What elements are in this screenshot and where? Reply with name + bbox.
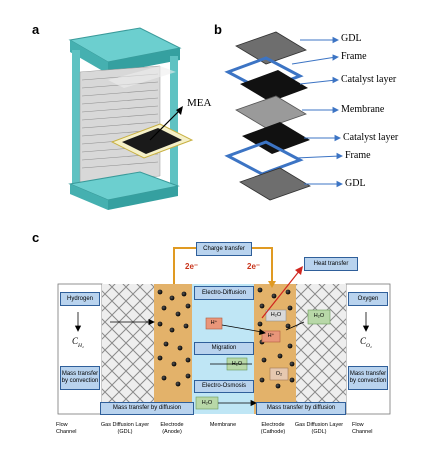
- h-plus-label-2: H⁺: [267, 333, 275, 339]
- bottom-label-cathode: Electrode (Cathode): [260, 422, 286, 435]
- hydrogen-box: Hydrogen: [60, 292, 100, 306]
- h2o-label-b: H₂O: [313, 313, 325, 319]
- hydrogen-concentration-subscript: H₂: [78, 342, 84, 349]
- layer-label-gdl-bottom: GDL: [345, 178, 366, 189]
- migration-box: Migration: [194, 342, 254, 355]
- layer-label-gdl-top: GDL: [341, 33, 362, 44]
- bottom-label-anode: Electrode (Anode): [160, 422, 184, 435]
- bottom-label-membrane: Membrane: [209, 422, 237, 428]
- oxygen-concentration: CO₂: [360, 336, 372, 349]
- layer-label-frame-top: Frame: [341, 51, 367, 62]
- mass-diffusion-left-box: Mass transfer by diffusion: [100, 402, 194, 415]
- layer-label-catalyst-top: Catalyst layer: [341, 74, 397, 85]
- oxygen-concentration-symbol: C: [360, 336, 367, 346]
- h2o-label-d: H₂O: [201, 400, 213, 406]
- o2-label: O₂: [275, 371, 283, 377]
- layer-label-frame-bottom: Frame: [345, 150, 371, 161]
- mass-diffusion-right-box: Mass transfer by diffusion: [256, 402, 346, 415]
- h2o-label-c: H₂O: [231, 361, 243, 367]
- panel-c-letter: c: [32, 230, 40, 245]
- mass-convection-right-box: Mass transfer by convection: [348, 366, 388, 390]
- hydrogen-concentration-symbol: C: [72, 336, 79, 346]
- mass-convection-left-box: Mass transfer by convection: [60, 366, 100, 390]
- layer-label-membrane: Membrane: [341, 104, 385, 115]
- electro-osmosis-box: Electro-Osmosis: [194, 380, 254, 393]
- electro-diffusion-box: Electro-Diffusion: [194, 286, 254, 300]
- bottom-label-gdl-right: Gas Diffusion Layer (GDL): [294, 422, 344, 435]
- bottom-label-flow-channel-left: Flow Channel: [56, 422, 77, 435]
- heat-transfer-box: Heat transfer: [304, 257, 358, 271]
- h2o-label-a: H₂O: [270, 312, 282, 318]
- bottom-label-gdl-left: Gas Diffusion Layer (GDL): [100, 422, 150, 435]
- electron-label-left: 2e⁻: [185, 262, 199, 271]
- electron-label-right: 2e⁻: [247, 262, 261, 271]
- h-plus-label-1: H⁺: [210, 320, 218, 326]
- layer-label-catalyst-bottom: Catalyst layer: [343, 132, 399, 143]
- mea-label: MEA: [187, 97, 212, 109]
- hydrogen-concentration: CH₂: [72, 336, 84, 349]
- panel-a-letter: a: [32, 22, 40, 37]
- bottom-label-flow-channel-right: Flow Channel: [352, 422, 373, 435]
- panel-b-letter: b: [214, 22, 222, 37]
- charge-transfer-box: Charge transfer: [196, 242, 252, 256]
- oxygen-concentration-subscript: O₂: [366, 342, 372, 349]
- oxygen-box: Oxygen: [348, 292, 388, 306]
